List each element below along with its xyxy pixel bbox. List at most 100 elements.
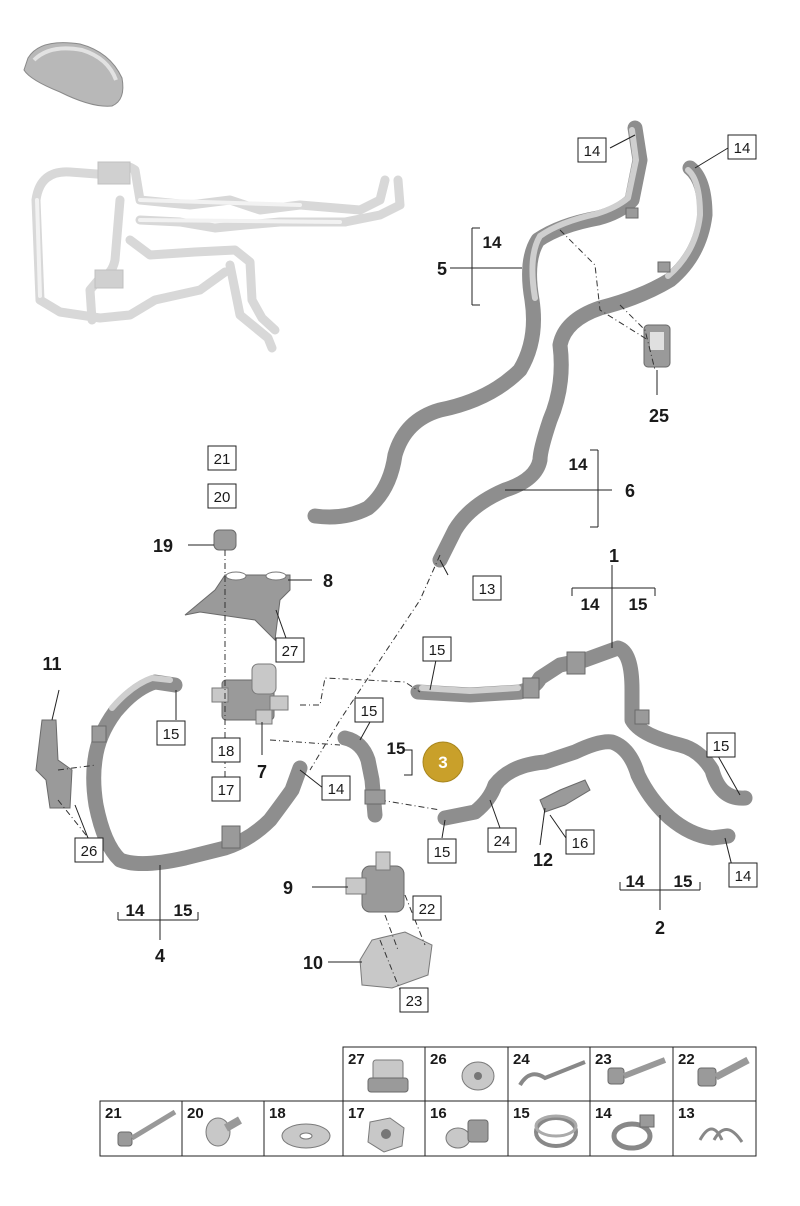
boxed-refs: 14 14 21 20 13 27 15 15 15 15 18 17 14 2… xyxy=(74,134,758,1013)
svg-text:27: 27 xyxy=(348,1051,365,1068)
svg-text:18: 18 xyxy=(218,743,235,760)
hose-4 xyxy=(86,674,308,872)
ref-box-14[interactable]: 14 xyxy=(728,862,758,888)
ref-box-17[interactable]: 17 xyxy=(211,776,241,802)
callout-1[interactable]: 1 xyxy=(609,546,619,566)
clip-25 xyxy=(643,324,671,368)
svg-text:13: 13 xyxy=(479,581,496,598)
svg-text:26: 26 xyxy=(81,843,98,860)
svg-text:13: 13 xyxy=(678,1105,695,1122)
svg-text:14: 14 xyxy=(483,233,502,252)
bolt-icon xyxy=(607,1057,667,1085)
svg-text:15: 15 xyxy=(429,642,446,659)
hose-2 xyxy=(437,734,736,846)
ref-box-21[interactable]: 21 xyxy=(207,445,237,471)
callout-7[interactable]: 7 xyxy=(257,762,267,782)
ref-box-16[interactable]: 16 xyxy=(565,829,595,855)
ref-box-15[interactable]: 15 xyxy=(422,636,452,662)
svg-text:15: 15 xyxy=(434,844,451,861)
hose-clamps xyxy=(91,207,671,849)
sub-labels: 14 14 14 15 14 15 14 15 15 xyxy=(126,233,693,920)
svg-text:14: 14 xyxy=(581,595,600,614)
svg-text:22: 22 xyxy=(419,901,436,918)
svg-text:24: 24 xyxy=(494,833,511,850)
bracket-12 xyxy=(539,779,591,813)
svg-text:14: 14 xyxy=(626,872,645,891)
callout-2[interactable]: 2 xyxy=(655,918,665,938)
ref-box-15[interactable]: 15 xyxy=(156,720,186,746)
nut-icon xyxy=(367,1117,405,1153)
ghost-hose-assembly xyxy=(31,161,405,353)
callout-9[interactable]: 9 xyxy=(283,878,293,898)
hose-6 xyxy=(432,160,713,568)
ref-box-15[interactable]: 15 xyxy=(427,838,457,864)
clamp-icon xyxy=(534,1114,578,1148)
svg-text:26: 26 xyxy=(430,1051,447,1068)
svg-text:18: 18 xyxy=(269,1105,286,1122)
bracket-10 xyxy=(359,931,433,989)
svg-text:17: 17 xyxy=(218,782,235,799)
ref-box-13[interactable]: 13 xyxy=(472,575,502,601)
callout-12[interactable]: 12 xyxy=(533,850,553,870)
ref-box-15[interactable]: 15 xyxy=(706,732,736,758)
callout-8[interactable]: 8 xyxy=(323,571,333,591)
svg-text:14: 14 xyxy=(584,143,601,160)
svg-text:20: 20 xyxy=(214,489,231,506)
ref-box-14[interactable]: 14 xyxy=(577,137,607,163)
bolt-icon xyxy=(445,1119,489,1149)
ref-box-27[interactable]: 27 xyxy=(275,637,305,663)
pump-9 xyxy=(345,851,405,913)
svg-text:24: 24 xyxy=(513,1051,530,1068)
svg-text:16: 16 xyxy=(572,835,589,852)
callout-10[interactable]: 10 xyxy=(303,953,323,973)
ref-box-23[interactable]: 23 xyxy=(399,987,429,1013)
callout-5[interactable]: 5 xyxy=(437,259,447,279)
svg-text:3: 3 xyxy=(438,753,447,772)
hardware-legend: 27 26 24 23 22 21 20 18 17 16 15 14 13 xyxy=(99,1046,757,1157)
svg-text:22: 22 xyxy=(678,1051,695,1068)
car-silhouette-icon xyxy=(23,42,124,107)
callout-4[interactable]: 4 xyxy=(155,946,165,966)
svg-text:15: 15 xyxy=(163,726,180,743)
svg-text:15: 15 xyxy=(387,739,406,758)
callout-25[interactable]: 25 xyxy=(649,406,669,426)
washer-icon xyxy=(281,1123,331,1149)
washer-icon xyxy=(461,1061,495,1091)
svg-text:15: 15 xyxy=(674,872,693,891)
bracket-8 xyxy=(184,571,291,642)
callout-19[interactable]: 19 xyxy=(153,536,173,556)
svg-text:15: 15 xyxy=(361,703,378,720)
svg-text:15: 15 xyxy=(513,1105,530,1122)
callout-11[interactable]: 11 xyxy=(42,654,61,674)
ref-box-22[interactable]: 22 xyxy=(412,895,442,921)
hose-3 xyxy=(337,730,383,823)
callout-3-highlight[interactable]: 3 xyxy=(422,741,464,783)
ref-box-15[interactable]: 15 xyxy=(354,697,384,723)
ref-box-18[interactable]: 18 xyxy=(211,737,241,763)
clamp-icon xyxy=(611,1114,655,1151)
leader-lines xyxy=(51,134,741,963)
ref-box-26[interactable]: 26 xyxy=(74,837,104,863)
bushing-19 xyxy=(213,529,237,551)
ref-box-14[interactable]: 14 xyxy=(727,134,757,160)
svg-text:14: 14 xyxy=(595,1105,612,1122)
ref-box-20[interactable]: 20 xyxy=(207,483,237,509)
svg-text:14: 14 xyxy=(735,868,752,885)
svg-text:14: 14 xyxy=(569,455,588,474)
ref-box-24[interactable]: 24 xyxy=(487,827,517,853)
valve-7 xyxy=(211,663,289,725)
ref-box-14[interactable]: 14 xyxy=(321,775,351,801)
callout-6[interactable]: 6 xyxy=(625,481,635,501)
svg-text:23: 23 xyxy=(406,993,423,1010)
svg-text:14: 14 xyxy=(126,901,145,920)
svg-text:17: 17 xyxy=(348,1105,365,1122)
svg-text:21: 21 xyxy=(214,451,231,468)
svg-text:27: 27 xyxy=(282,643,299,660)
svg-text:16: 16 xyxy=(430,1105,447,1122)
svg-text:14: 14 xyxy=(734,140,751,157)
svg-text:15: 15 xyxy=(713,738,730,755)
bracket-11 xyxy=(35,719,73,809)
callout-labels: 1 2 4 5 6 7 8 9 10 11 12 19 25 xyxy=(42,259,669,973)
svg-text:15: 15 xyxy=(629,595,648,614)
